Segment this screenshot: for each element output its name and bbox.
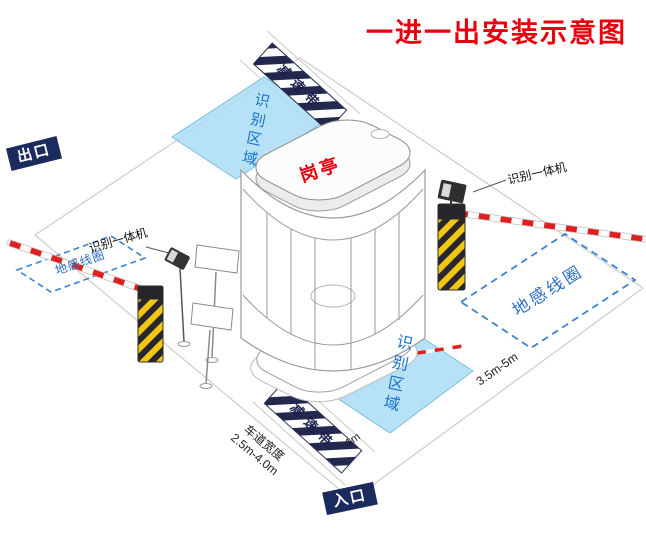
sign-board-1 [194, 244, 240, 363]
barrier-cabinet-left [137, 285, 164, 363]
leader-machine-left [145, 246, 170, 254]
barrier-arm-right [453, 209, 646, 243]
sign-board-2 [190, 302, 234, 389]
page-title: 一进一出安装示意图 [366, 18, 627, 48]
leader-machine-right [472, 179, 507, 193]
booth-windows [242, 188, 424, 370]
speed-bump-bottom [263, 380, 363, 474]
ground-coil-right-box [459, 232, 637, 350]
camera-left [164, 247, 191, 347]
roof-vent [370, 129, 390, 139]
barrier-cabinet-right [437, 203, 466, 291]
ground-coil-left-box [15, 235, 147, 293]
camera-right [437, 179, 467, 206]
booth-body [240, 168, 426, 372]
guard-booth [240, 112, 426, 409]
barrier-arm-left [6, 239, 151, 295]
